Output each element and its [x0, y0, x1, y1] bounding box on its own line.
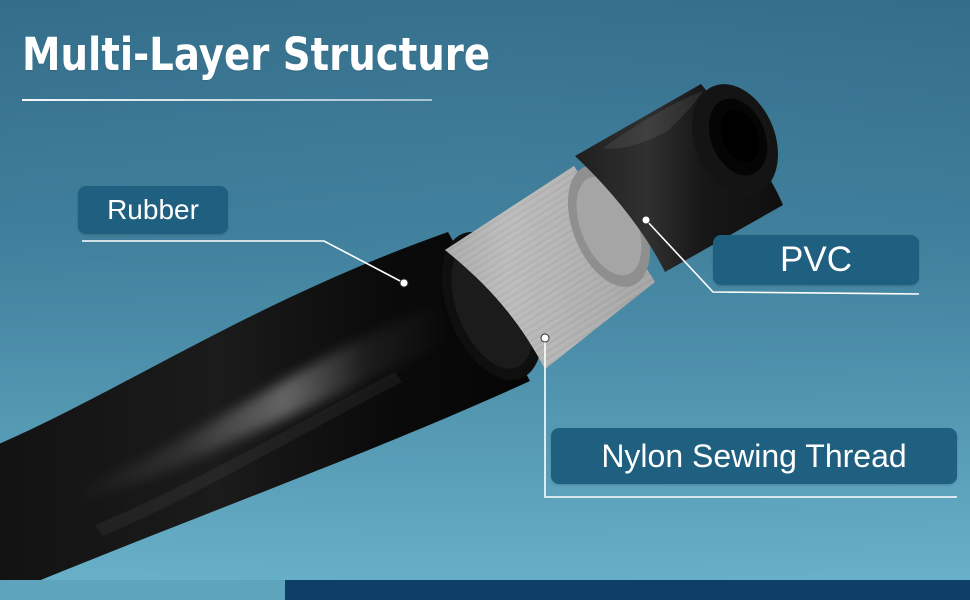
page-title: Multi-Layer Structure [22, 28, 491, 81]
pvc-marker-dot [641, 215, 651, 225]
rubber-connector-line [82, 240, 405, 284]
pvc-connector-line [645, 219, 920, 295]
callout-connectors [82, 215, 957, 498]
callout-nylon-text: Nylon Sewing Thread [601, 437, 907, 474]
callout-pvc-text: PVC [780, 240, 852, 279]
hose [0, 84, 783, 597]
bottom-color-strip [0, 580, 970, 600]
title-underline [22, 99, 432, 101]
callout-pvc: PVC [713, 235, 919, 285]
rubber-marker-dot [399, 278, 409, 288]
rubber-shine [60, 301, 450, 499]
rubber-shine-texture [95, 372, 402, 536]
bottom-strip-light [0, 580, 285, 600]
callout-rubber: Rubber [78, 186, 228, 234]
callout-nylon-sewing-thread: Nylon Sewing Thread [551, 428, 957, 484]
pvc-bore-shadow [720, 110, 760, 162]
bottom-strip-dark [285, 580, 970, 600]
nylon-connector-line [544, 338, 957, 498]
pvc-highlight [603, 91, 703, 149]
callout-rubber-text: Rubber [107, 194, 199, 225]
nylon-marker-dot [540, 333, 550, 343]
